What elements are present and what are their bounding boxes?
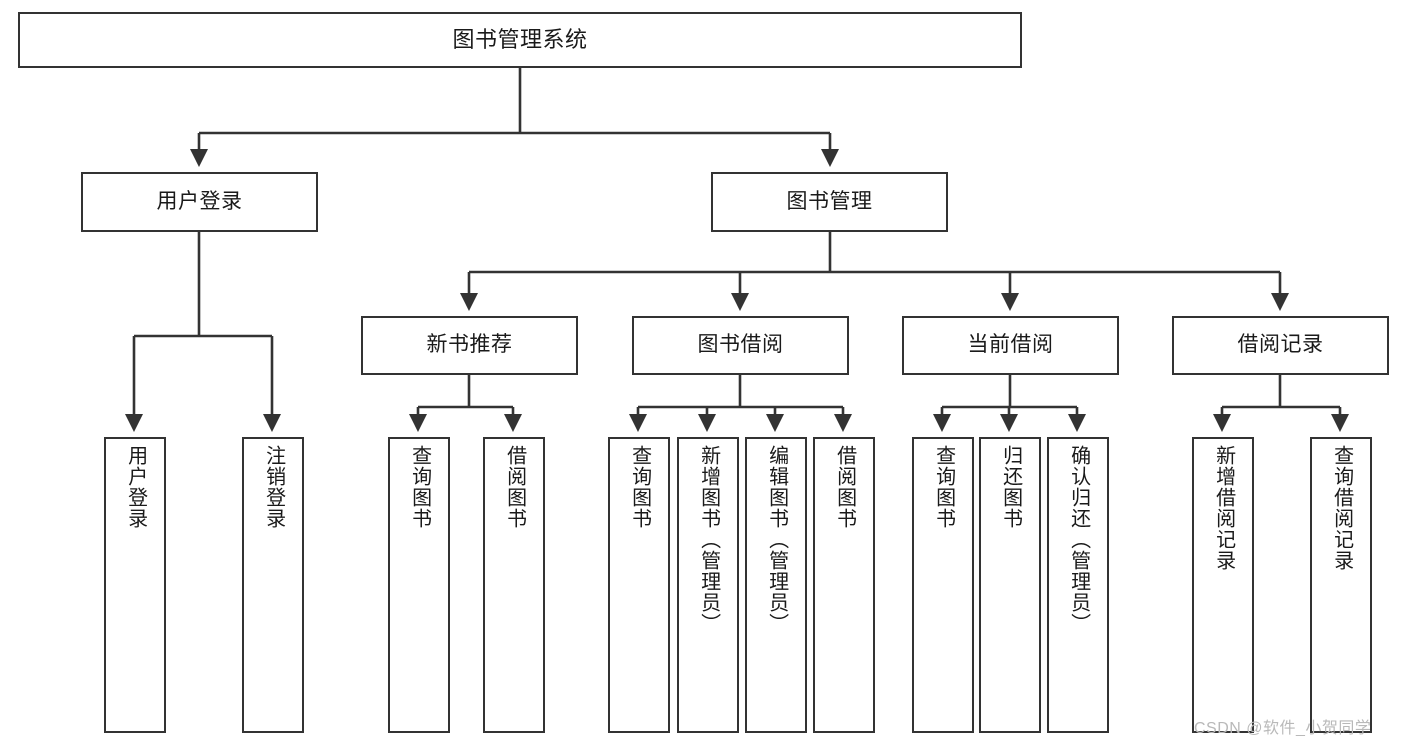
leaf-return-book-label: 归还图书: [999, 445, 1022, 529]
leaf-confirm-return-label: 确认归还（管理员）: [1067, 445, 1090, 634]
node-current-borrow[interactable]: 当前借阅: [902, 316, 1119, 375]
leaf-query-book-2[interactable]: 查询图书: [608, 437, 670, 733]
leaf-user-logout-label: 注销登录: [262, 445, 285, 529]
node-new-book-recommend-label: 新书推荐: [426, 333, 513, 357]
node-user-login[interactable]: 用户登录: [81, 172, 318, 232]
leaf-query-book-2-label: 查询图书: [628, 445, 651, 529]
node-book-manage-label: 图书管理: [786, 189, 873, 213]
leaf-query-record-label: 查询借阅记录: [1330, 445, 1353, 571]
leaf-edit-book-label: 编辑图书（管理员）: [765, 445, 788, 634]
leaf-query-record[interactable]: 查询借阅记录: [1310, 437, 1372, 733]
leaf-query-book-3-label: 查询图书: [932, 445, 955, 529]
leaf-confirm-return[interactable]: 确认归还（管理员）: [1047, 437, 1109, 733]
leaf-borrow-book-2-label: 借阅图书: [833, 445, 856, 529]
leaf-query-book-3[interactable]: 查询图书: [912, 437, 974, 733]
csdn-watermark: CSDN @软件_小贺同学: [1194, 720, 1372, 737]
leaf-return-book[interactable]: 归还图书: [979, 437, 1041, 733]
leaf-borrow-book-1-label: 借阅图书: [503, 445, 526, 529]
leaf-user-logout[interactable]: 注销登录: [242, 437, 304, 733]
node-book-borrow-label: 图书借阅: [697, 333, 784, 357]
node-borrow-record[interactable]: 借阅记录: [1172, 316, 1389, 375]
leaf-user-login-label: 用户登录: [124, 445, 147, 529]
leaf-edit-book[interactable]: 编辑图书（管理员）: [745, 437, 807, 733]
node-user-login-label: 用户登录: [156, 189, 243, 213]
leaf-add-book[interactable]: 新增图书（管理员）: [677, 437, 739, 733]
node-borrow-record-label: 借阅记录: [1237, 333, 1324, 357]
leaf-add-record-label: 新增借阅记录: [1212, 445, 1235, 571]
node-new-book-recommend[interactable]: 新书推荐: [361, 316, 578, 375]
leaf-user-login[interactable]: 用户登录: [104, 437, 166, 733]
node-current-borrow-label: 当前借阅: [967, 333, 1054, 357]
leaf-borrow-book-2[interactable]: 借阅图书: [813, 437, 875, 733]
leaf-add-record[interactable]: 新增借阅记录: [1192, 437, 1254, 733]
leaf-add-book-label: 新增图书（管理员）: [697, 445, 720, 634]
node-root-label: 图书管理系统: [452, 27, 588, 53]
node-root[interactable]: 图书管理系统: [18, 12, 1022, 68]
node-book-manage[interactable]: 图书管理: [711, 172, 948, 232]
leaf-query-book-1[interactable]: 查询图书: [388, 437, 450, 733]
leaf-query-book-1-label: 查询图书: [408, 445, 431, 529]
node-book-borrow[interactable]: 图书借阅: [632, 316, 849, 375]
leaf-borrow-book-1[interactable]: 借阅图书: [483, 437, 545, 733]
